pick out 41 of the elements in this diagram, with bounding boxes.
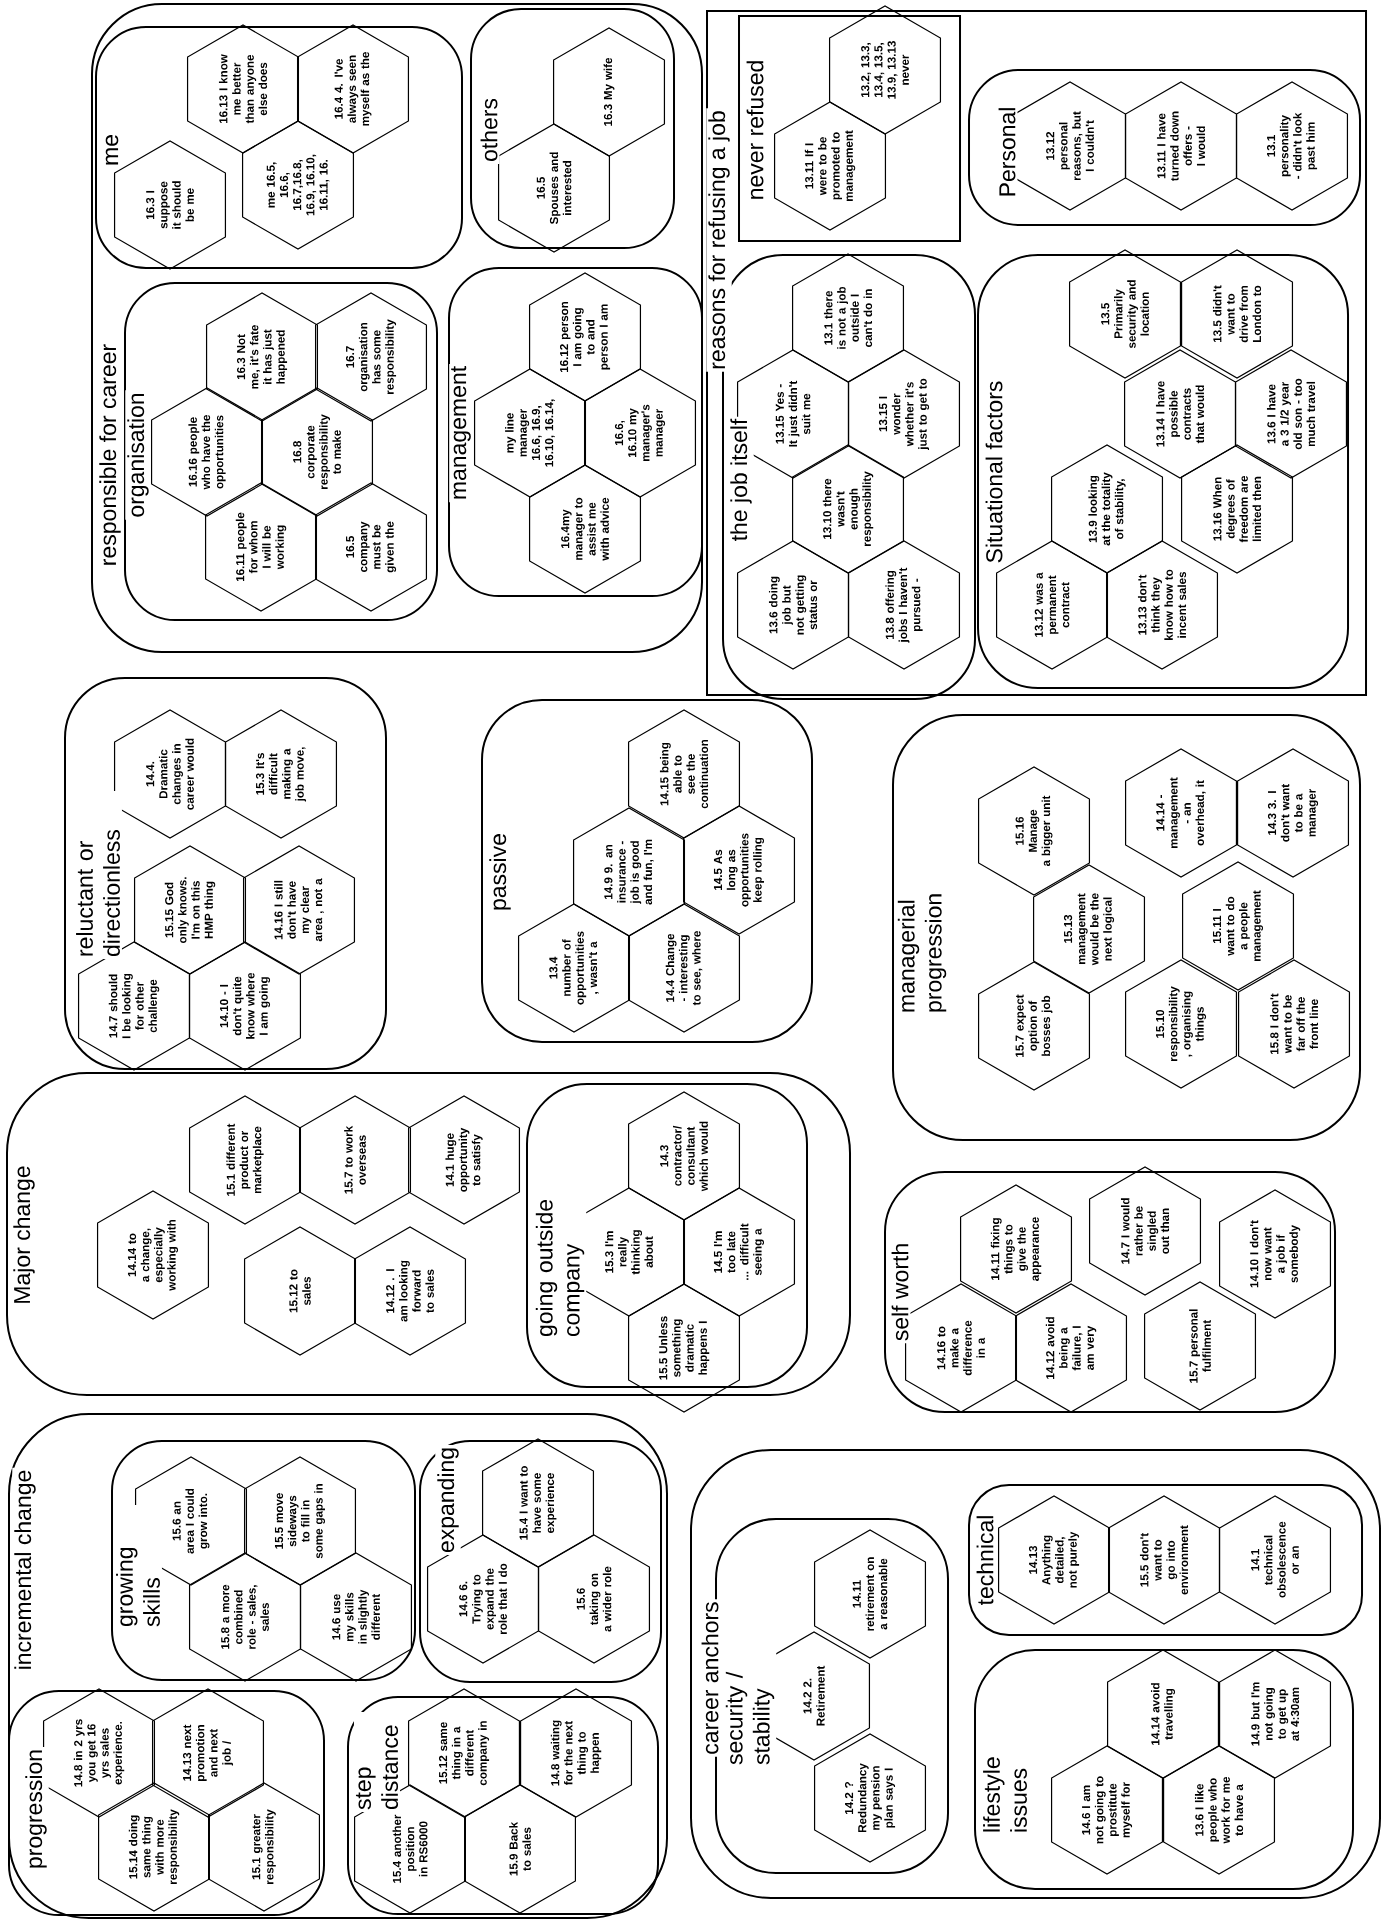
hexagon: 16.4 4. I've always seen myself as the <box>296 24 410 154</box>
hexagon: 15.11 I want to do a people management <box>1182 861 1295 991</box>
hexagon: 14.1 technical obsolescence or an <box>1219 1495 1332 1625</box>
hexagon: 14.6 I am not going to prostitute myself for <box>1051 1745 1164 1875</box>
hexagon: 15.7 to work overseas <box>298 1095 412 1225</box>
hexagon: 15.3 It's difficult making a job move, <box>225 709 338 839</box>
hexagon: 14.12 . I am looking forward to sales <box>353 1226 467 1356</box>
hexagon: 13.5 Primarily security and location <box>1069 249 1182 379</box>
hexagon: 14.14 - management - an overhead, it <box>1125 748 1238 878</box>
hexagon: 15.10 responsibility , organising things <box>1125 959 1238 1089</box>
hexagon: 15.5 move sideways to fill in some gaps in <box>244 1456 357 1586</box>
hexagon: 14.3 contractor/ consultant which would <box>628 1091 741 1221</box>
hexagon: 13.1 personality - didn't look past him <box>1236 81 1349 211</box>
hexagon: 14.14 to a change, especially working with <box>97 1190 210 1320</box>
hexagon: 14.13 Anything detailed, not purely <box>998 1495 1111 1625</box>
hexagon: 15.15 God only knows. I'm on this HMP thing <box>133 845 247 975</box>
hexagon: 13.6 doing job but not getting status or <box>737 540 850 670</box>
hexagon: 14.1 huge opportunity to satisfy <box>407 1095 521 1225</box>
hexagon: 15.6 taking on a wider role <box>538 1534 651 1664</box>
hexagon: 15.12 to sales <box>244 1226 357 1356</box>
hexagon: 13.4 number of opportunities , wasn't a <box>518 903 631 1033</box>
hexagon: 13.6 I like people who work for me to have a <box>1163 1745 1276 1875</box>
hexagon: 14.7 I would rather be singled out than <box>1089 1166 1202 1296</box>
hexagon: 15.5 Unless something dramatic happens I <box>628 1283 741 1413</box>
hexagon: 14.2 ? Redundancy my pension plan says I <box>814 1733 927 1863</box>
hexagon: 14.8 waiting for the next thing to happen <box>520 1688 633 1818</box>
hexagon: 14.14 avoid travelling <box>1107 1649 1220 1779</box>
hexagon: 13.11 I have turned down offers - I would <box>1125 81 1238 211</box>
hexagon: 14.11 fixing things to give the appearance <box>960 1184 1073 1314</box>
hexagon: 14.3 3. I don't want to be a manager <box>1237 748 1350 878</box>
hexagon: 14.15 being able to see the continuation <box>628 709 741 839</box>
hexagon: 15.1 different product or marketplace <box>189 1095 302 1225</box>
hexagon: 13.11 If I were to be promoted to management <box>774 101 887 231</box>
hexagon: 15.1 greater responsibility <box>208 1782 321 1912</box>
hexagon: 14.10 I don't now want a job if somebody <box>1219 1189 1332 1319</box>
hexagon: 15.12 same thing in a different company in <box>407 1688 521 1818</box>
hexagon: 14.12 avoid being a failure, I am very <box>1015 1283 1128 1413</box>
hexagon: 13.5 didn't want to drive from London to <box>1181 249 1294 379</box>
hexagon: 16.13 I know me better than anyone else does <box>187 24 300 154</box>
hexagon: 15.5 don't want to go into environment <box>1108 1495 1221 1625</box>
hexagon: 14.11 retirement on a reasonable <box>814 1529 927 1659</box>
